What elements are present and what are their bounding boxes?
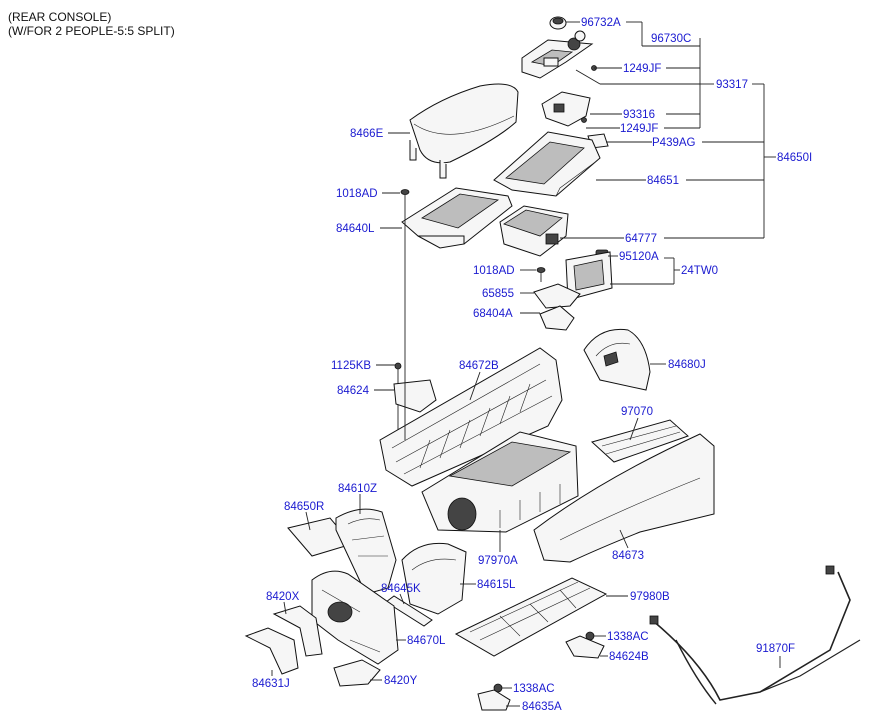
- side-trim-part[interactable]: [590, 419, 689, 463]
- label-84610z[interactable]: 84610Z: [338, 483, 377, 495]
- label-64777[interactable]: 64777: [625, 233, 657, 245]
- label-84672b[interactable]: 84672B: [459, 360, 499, 372]
- cup-holder-part[interactable]: [583, 328, 651, 391]
- label-84635a[interactable]: 84635A: [522, 701, 562, 713]
- label-1018ad-b[interactable]: 1018AD: [473, 265, 515, 277]
- wiring-harness-part[interactable]: [649, 565, 861, 705]
- clip-part-68404a[interactable]: [539, 305, 575, 331]
- label-84615l[interactable]: 84615L: [477, 579, 516, 591]
- knob-part[interactable]: [549, 16, 567, 30]
- diagram-title-line2: (W/FOR 2 PEOPLE-5:5 SPLIT): [8, 24, 175, 38]
- main-frame-part[interactable]: [379, 347, 563, 487]
- strip-part-84645k[interactable]: [385, 595, 433, 627]
- label-68404a[interactable]: 68404A: [473, 308, 513, 320]
- label-8420x[interactable]: 8420X: [266, 591, 300, 603]
- storage-box-part[interactable]: [499, 205, 569, 257]
- label-95120a[interactable]: 95120A: [619, 251, 659, 263]
- bolt-part-1018ad-b[interactable]: [536, 267, 546, 283]
- label-84645k[interactable]: 84645K: [381, 583, 421, 595]
- lower-box-part[interactable]: [311, 570, 399, 665]
- label-p439ag[interactable]: P439AG: [652, 137, 696, 149]
- label-96730c[interactable]: 96730C: [651, 33, 691, 45]
- label-1338ac-b[interactable]: 1338AC: [513, 683, 555, 695]
- bracket-part-93316[interactable]: [541, 91, 591, 127]
- label-96732a[interactable]: 96732A: [581, 17, 621, 29]
- bracket-part-65855[interactable]: [533, 283, 581, 309]
- bracket-part-84635a[interactable]: [477, 689, 511, 711]
- label-84650r[interactable]: 84650R: [284, 501, 324, 513]
- rail-frame-part[interactable]: [454, 577, 608, 657]
- side-panel-part[interactable]: [533, 433, 715, 563]
- bolt-part-1018ad-a[interactable]: [400, 189, 410, 205]
- air-duct-housing-part[interactable]: [421, 431, 579, 533]
- label-1018ad-a[interactable]: 1018AD: [336, 188, 378, 200]
- label-1125kb[interactable]: 1125KB: [331, 360, 371, 372]
- part-labels: 96732A 96730C 1249JF 93317 93316 1249JF …: [252, 17, 812, 713]
- console-tray-part[interactable]: [493, 131, 601, 197]
- panel-part-84610z[interactable]: [335, 508, 397, 595]
- label-24tw0[interactable]: 24TW0: [681, 265, 718, 277]
- diagram-title-line1: (REAR CONSOLE): [8, 10, 112, 24]
- label-84631j[interactable]: 84631J: [252, 678, 290, 690]
- label-84624b[interactable]: 84624B: [609, 651, 649, 663]
- label-91870f[interactable]: 91870F: [756, 643, 795, 655]
- label-84673[interactable]: 84673: [612, 550, 644, 562]
- trim-part-84615l[interactable]: [401, 542, 467, 615]
- armrest-lid-part[interactable]: [409, 83, 519, 179]
- bracket-part-8420x[interactable]: [272, 605, 323, 657]
- label-84651[interactable]: 84651: [647, 175, 679, 187]
- label-97970a[interactable]: 97970A: [478, 555, 518, 567]
- socket-housing-part[interactable]: [565, 251, 613, 301]
- label-97980b[interactable]: 97980B: [630, 591, 670, 603]
- label-8466e[interactable]: 8466E: [350, 128, 384, 140]
- label-84670l[interactable]: 84670L: [407, 635, 446, 647]
- plate-part-8420y[interactable]: [333, 659, 381, 687]
- label-84640l[interactable]: 84640L: [336, 223, 375, 235]
- label-84650i[interactable]: 84650I: [777, 152, 812, 164]
- bracket-part-84631j[interactable]: [244, 627, 299, 675]
- bracket-part-84624[interactable]: [393, 379, 437, 413]
- bracket-part-84624b[interactable]: [565, 635, 605, 659]
- switch-panel-part[interactable]: [521, 30, 594, 79]
- label-1249jf-a[interactable]: 1249JF: [623, 63, 661, 75]
- label-84624[interactable]: 84624: [337, 385, 370, 397]
- leader-lines: [271, 21, 781, 707]
- label-93316[interactable]: 93316: [623, 109, 655, 121]
- label-84680j[interactable]: 84680J: [668, 359, 706, 371]
- label-1338ac-a[interactable]: 1338AC: [607, 631, 649, 643]
- base-plate-part[interactable]: [401, 187, 513, 249]
- label-93317[interactable]: 93317: [716, 79, 748, 91]
- label-8420y[interactable]: 8420Y: [384, 675, 418, 687]
- label-1249jf-b[interactable]: 1249JF: [620, 123, 658, 135]
- label-97070[interactable]: 97070: [621, 406, 653, 418]
- label-65855[interactable]: 65855: [482, 288, 514, 300]
